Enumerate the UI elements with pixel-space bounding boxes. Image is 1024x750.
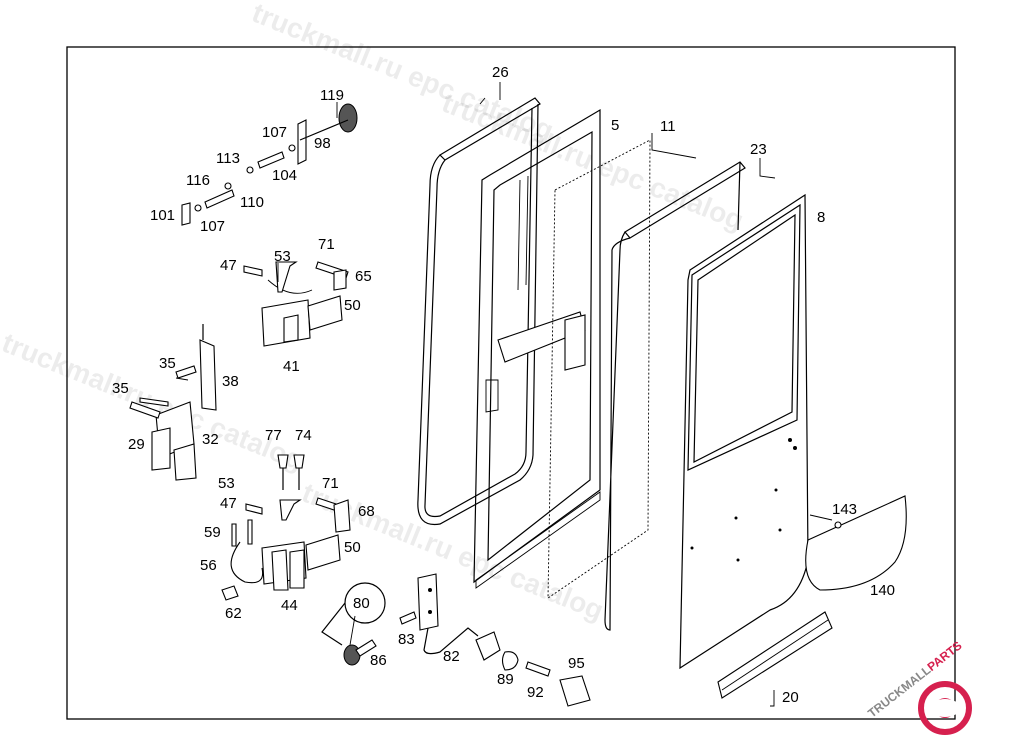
callout-label: 35: [112, 380, 129, 397]
door-seal: [417, 97, 541, 526]
callout-label: 83: [398, 631, 415, 648]
watermark-text: truckmall.ru epc catalog: [438, 87, 748, 236]
callout-label: 11: [660, 118, 676, 135]
handle-assembly: [321, 573, 591, 707]
callout-label: 53: [274, 248, 291, 265]
callout-label: 50: [344, 539, 361, 556]
callout-label: 35: [159, 355, 176, 372]
lower-trim: [717, 611, 833, 707]
callout-label: 5: [611, 117, 619, 134]
callout-label: 113: [216, 150, 240, 167]
door-frame: [473, 108, 601, 589]
callout-label: 104: [272, 167, 297, 184]
logo-text-suffix: PARTS: [925, 638, 965, 674]
callout-label: 53: [218, 475, 235, 492]
truckmall-logo: TRUCKMALLPARTS: [865, 638, 972, 735]
callout-label: 101: [150, 207, 175, 224]
callout-label: 89: [497, 671, 514, 688]
door-panel: [679, 193, 809, 670]
callout-label: 56: [200, 557, 217, 574]
callout-label: 77: [265, 427, 282, 444]
lower-panel: [805, 495, 907, 591]
callout-label: 41: [283, 358, 300, 375]
callout-label: 29: [128, 436, 145, 453]
leader-lines: [175, 82, 833, 646]
callout-labels: 26 5 11 23 8 119 107 98 113 104 116 110 …: [112, 64, 895, 706]
callout-label: 143: [832, 501, 857, 518]
callout-label: 107: [262, 124, 287, 141]
callout-label: 44: [281, 597, 298, 614]
callout-label: 50: [344, 297, 361, 314]
hinge-pin-assembly: [181, 103, 358, 226]
hinge-lower: [221, 454, 351, 601]
callout-label: 86: [370, 652, 387, 669]
callout-label: 23: [750, 141, 767, 158]
callout-label: 116: [186, 172, 210, 189]
callout-label: 47: [220, 257, 237, 274]
diagram-frame: [66, 46, 956, 720]
watermark: truckmall.ru epc catalog truckmall.ru ep…: [0, 0, 748, 626]
callout-label: 110: [240, 194, 264, 211]
callout-label: 47: [220, 495, 237, 512]
callout-label: 62: [225, 605, 242, 622]
window-seal: [604, 161, 746, 631]
callout-label: 26: [492, 64, 509, 81]
callout-label: 68: [358, 503, 375, 520]
hinge-upper: [243, 261, 349, 347]
callout-label: 32: [202, 431, 219, 448]
callout-label: 98: [314, 135, 331, 152]
callout-label: 107: [200, 218, 225, 235]
callout-label: 38: [222, 373, 239, 390]
callout-label: 65: [355, 268, 372, 285]
callout-label: 119: [320, 87, 344, 104]
callout-label: 92: [527, 684, 544, 701]
door-glass: [547, 139, 651, 599]
callout-label: 80: [353, 595, 370, 612]
callout-label: 71: [322, 475, 339, 492]
callout-label: 82: [443, 648, 460, 665]
callout-label: 59: [204, 524, 221, 541]
callout-label: 140: [870, 582, 895, 599]
callout-label: 8: [817, 209, 825, 226]
callout-label: 20: [782, 689, 799, 706]
callout-label: 95: [568, 655, 585, 672]
bracket-assembly: [129, 324, 217, 481]
callout-label: 74: [295, 427, 312, 444]
callout-label: 71: [318, 236, 335, 253]
